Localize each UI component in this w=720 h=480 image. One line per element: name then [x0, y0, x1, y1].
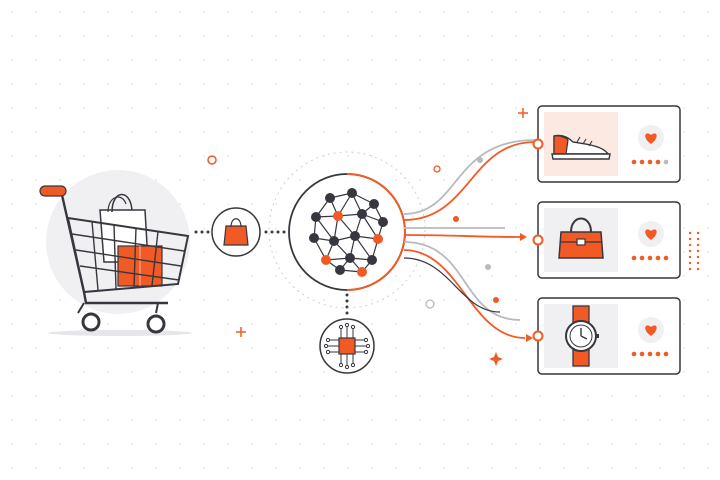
- decor-ring: [207, 155, 217, 165]
- card-connector: [532, 330, 544, 342]
- network-node: [378, 217, 388, 227]
- rating-dot: [655, 255, 661, 261]
- rating-dot: [639, 255, 645, 261]
- flow-line: [403, 141, 536, 221]
- rating-dot: [647, 159, 653, 165]
- heart-icon[interactable]: [638, 317, 664, 343]
- network-node: [367, 255, 377, 265]
- network-node: [357, 209, 367, 219]
- rating-dot: [663, 351, 669, 357]
- rating-dot: [647, 255, 653, 261]
- decor-ring: [433, 165, 441, 173]
- sneaker-icon: [551, 134, 611, 160]
- recommendation-card-wristwatch[interactable]: [532, 297, 681, 375]
- flow-line: [403, 257, 501, 313]
- decor-plus: [518, 108, 528, 118]
- recommendation-flow-lines: [403, 139, 536, 339]
- network-node: [335, 265, 345, 275]
- rating-dot: [639, 159, 645, 165]
- flow-line: [403, 139, 536, 215]
- recommendation-cards: [532, 105, 681, 375]
- decorations: [207, 108, 700, 366]
- card-connector: [532, 138, 544, 150]
- rating-dots: [631, 159, 669, 165]
- network-node: [345, 253, 355, 263]
- cart-wheel: [81, 312, 101, 332]
- watch-icon: [565, 305, 599, 367]
- cart-handle: [39, 185, 67, 197]
- arrow-head: [520, 233, 527, 241]
- cart-shadow: [48, 330, 192, 336]
- rating-dot: [647, 351, 653, 357]
- network-node: [333, 211, 343, 221]
- chip-icon: [319, 318, 375, 374]
- orbit-ring: [268, 151, 426, 309]
- network-node: [369, 199, 379, 209]
- recommendation-card-sneaker[interactable]: [532, 105, 681, 183]
- heart-icon[interactable]: [638, 221, 664, 247]
- shopping-bag-icon: [211, 207, 261, 257]
- flow-line: [403, 234, 521, 238]
- rating-dots: [631, 255, 669, 261]
- network-node: [357, 267, 367, 277]
- rating-dot: [655, 351, 661, 357]
- rating-dot: [631, 159, 637, 165]
- network-node: [321, 255, 331, 265]
- network-arc: [346, 173, 406, 291]
- rating-dot: [663, 159, 669, 165]
- network-node: [325, 193, 335, 203]
- arrow-head: [526, 334, 533, 342]
- handbag-icon: [558, 217, 604, 259]
- heart-icon[interactable]: [638, 125, 664, 151]
- network-node: [347, 188, 357, 198]
- network-node: [329, 236, 339, 246]
- network-nodes: [309, 188, 388, 277]
- recommendation-card-handbag[interactable]: [532, 201, 681, 279]
- decor-plus: [236, 327, 246, 337]
- flow-line: [403, 249, 526, 339]
- cart-wheel: [146, 314, 166, 334]
- network-node: [350, 231, 360, 241]
- rating-dot: [663, 255, 669, 261]
- rating-dot: [639, 351, 645, 357]
- neural-network-icon: [288, 173, 406, 291]
- shopping-cart-icon: [39, 170, 192, 336]
- cart-wire-grid: [71, 221, 185, 291]
- rating-dot: [631, 255, 637, 261]
- rating-dot: [631, 351, 637, 357]
- network-node: [311, 212, 321, 222]
- rating-dots: [631, 351, 669, 357]
- flow-line-markers: [453, 157, 533, 342]
- network-node: [309, 233, 319, 243]
- decor-sparkle: [489, 352, 503, 366]
- decor-dot-column: [688, 231, 700, 271]
- connector-dotted: [194, 230, 349, 315]
- rating-dot: [655, 159, 661, 165]
- card-connector: [532, 234, 544, 246]
- flow-line: [403, 241, 521, 321]
- decor-ring: [425, 299, 435, 309]
- network-node: [373, 234, 383, 244]
- background-dot-grid: [11, 11, 709, 469]
